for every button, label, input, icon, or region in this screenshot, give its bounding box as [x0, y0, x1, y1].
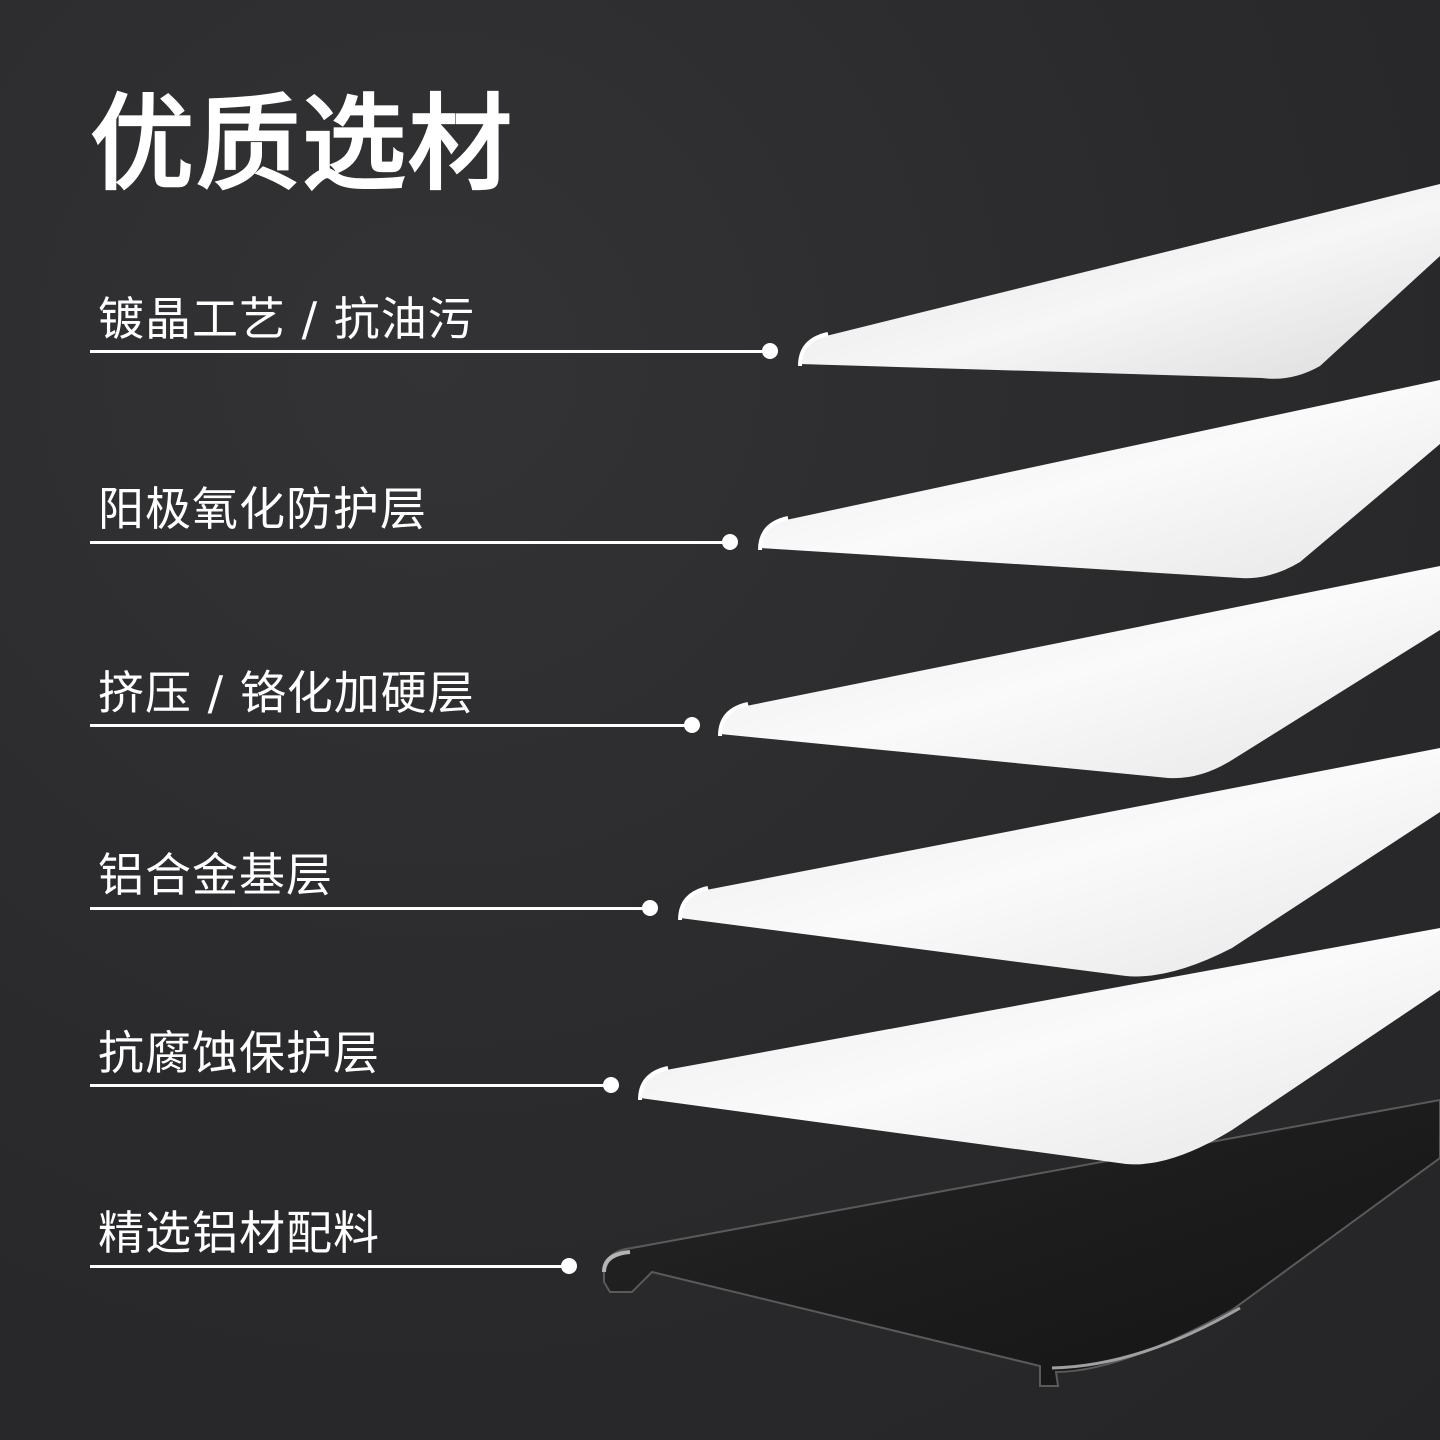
leader-dot [722, 534, 738, 550]
leader-line [90, 907, 650, 910]
leader-line [90, 350, 770, 353]
leader-line [90, 1084, 610, 1087]
layer-label-anodized: 阳极氧化防护层 [98, 482, 427, 536]
leader-dot [603, 1077, 619, 1093]
layer-label-chromate: 挤压 / 铬化加硬层 [98, 666, 475, 720]
panel-layer-1 [798, 184, 1440, 379]
panel-dark-profile [602, 1098, 1440, 1387]
panel-layer-2 [758, 380, 1440, 579]
leader-dot [684, 717, 700, 733]
panel-layer-5 [638, 928, 1440, 1165]
leader-dot [762, 343, 778, 359]
page-title: 优质选材 [90, 83, 515, 205]
panel-layer-4 [678, 748, 1440, 977]
leader-line [90, 724, 692, 727]
leader-line [90, 1265, 568, 1268]
layer-label-alloy-base: 铝合金基层 [98, 848, 333, 902]
panel-layer-3 [718, 566, 1440, 779]
leader-line [90, 541, 730, 544]
layer-label-aluminium-material: 精选铝材配料 [98, 1206, 380, 1260]
leader-dot [561, 1258, 577, 1274]
layer-label-anticorrosion: 抗腐蚀保护层 [98, 1026, 380, 1080]
leader-dot [642, 900, 658, 916]
layer-label-crystal-coating: 镀晶工艺 / 抗油污 [98, 292, 475, 346]
